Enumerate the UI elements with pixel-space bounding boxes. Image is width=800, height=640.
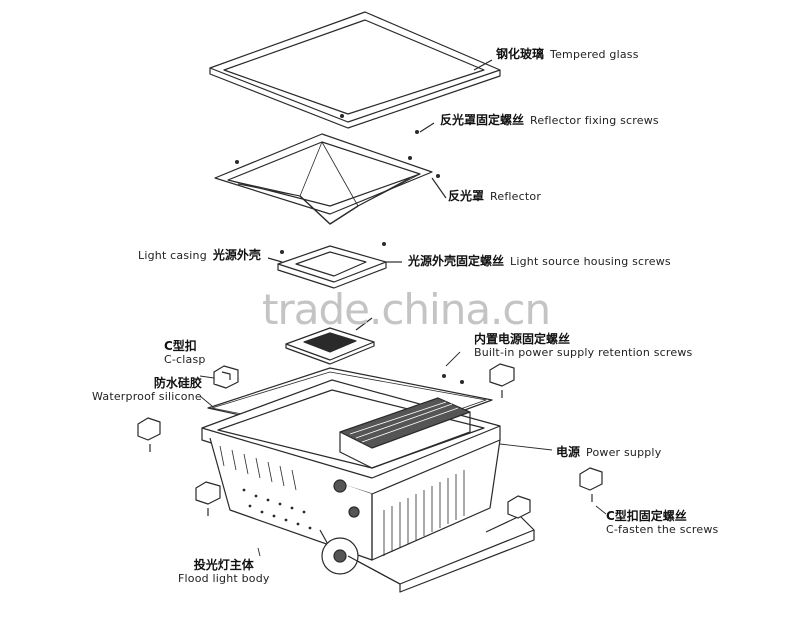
psu-retention-screws bbox=[442, 374, 464, 384]
tempered-glass-panel bbox=[209, 11, 501, 129]
c-clasp-left-mid bbox=[137, 417, 161, 452]
housing-screws bbox=[280, 242, 386, 254]
light-casing bbox=[267, 245, 402, 289]
c-clasp-right-low bbox=[507, 495, 531, 519]
reflector bbox=[214, 133, 447, 225]
c-clasp-right-mid bbox=[579, 467, 603, 502]
c-clasp-left-low bbox=[195, 481, 221, 516]
c-clasp-right-top bbox=[489, 363, 515, 398]
led-plate bbox=[285, 317, 375, 365]
watermark: trade.china.cn bbox=[262, 285, 551, 334]
power-supply bbox=[339, 397, 471, 469]
c-clasp-left-top bbox=[213, 365, 239, 389]
